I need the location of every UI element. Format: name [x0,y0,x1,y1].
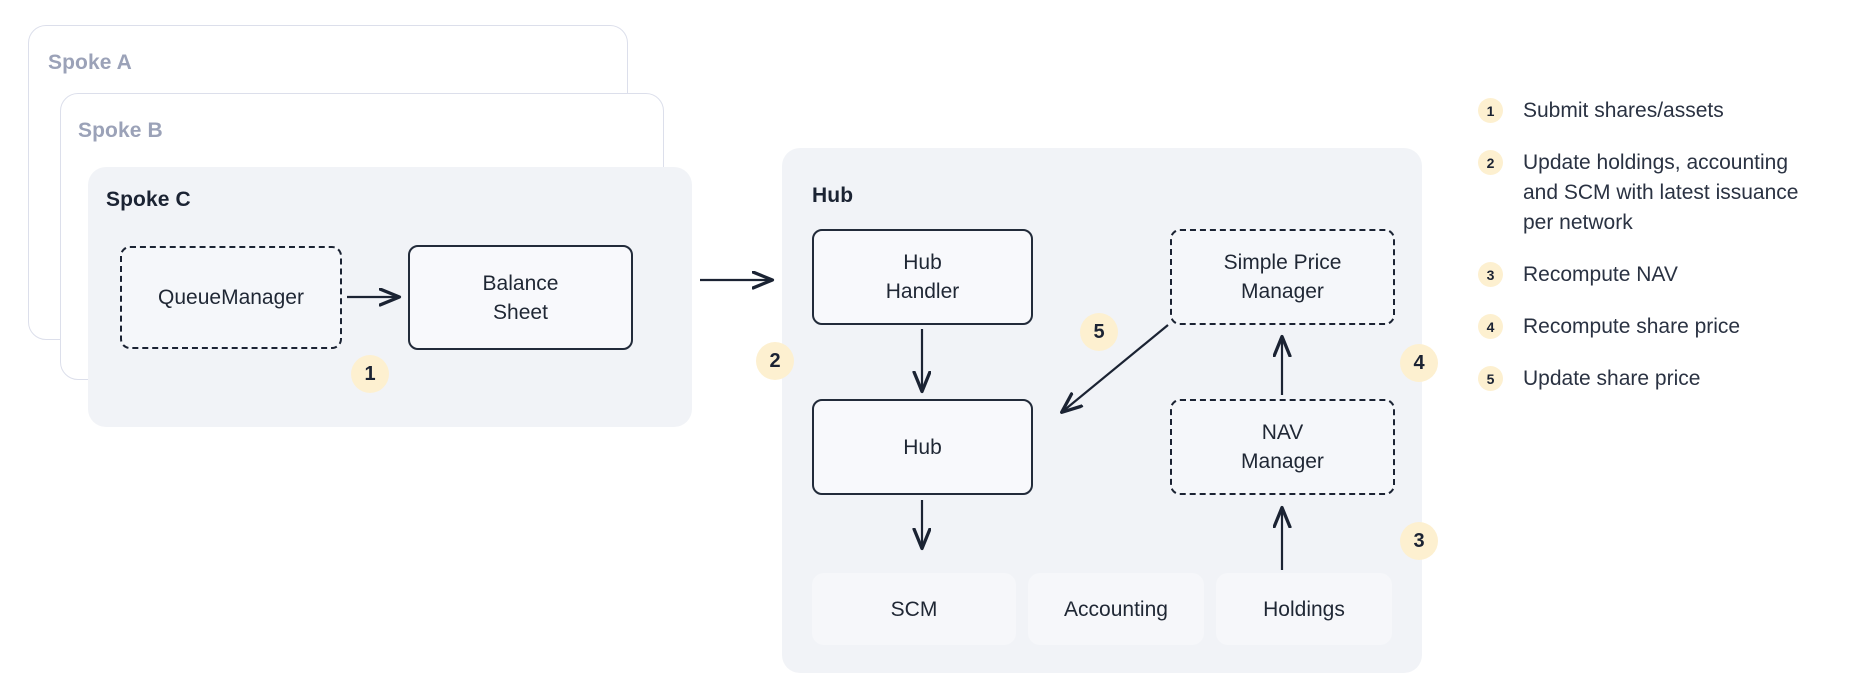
node-hub-label: Hub [903,435,942,459]
legend-badge-5: 5 [1478,366,1503,391]
step-badge-3: 3 [1400,522,1438,560]
legend-text-1: Submit shares/assets [1523,99,1724,122]
legend-badge-4-number: 4 [1486,318,1495,335]
node-balance-sheet-label-line2: Sheet [493,300,548,324]
node-nav-manager-label-line2: Manager [1241,450,1324,473]
legend-item: 3 Recompute NAV [1478,260,1818,290]
node-accounting-label: Accounting [1064,597,1168,621]
node-simple-price-manager[interactable]: Simple Price Manager [1170,229,1395,325]
node-simple-price-manager-label-line2: Manager [1241,280,1324,303]
node-scm[interactable]: SCM [812,573,1016,645]
node-hub[interactable]: Hub [812,399,1033,495]
node-balance-sheet[interactable]: Balance Sheet [408,245,633,350]
step-badge-1-number: 1 [364,362,376,385]
legend-item: 2 Update holdings, accounting and SCM wi… [1478,148,1818,238]
step-badge-4: 4 [1400,344,1438,382]
step-badge-2: 2 [756,342,794,380]
legend-text-3: Recompute NAV [1523,263,1678,286]
legend-badge-1-number: 1 [1486,102,1495,119]
step-badge-5: 5 [1080,313,1118,351]
legend-badge-1: 1 [1478,98,1503,123]
legend-text-2: Update holdings, accounting and SCM with… [1523,151,1799,234]
legend-badge-3-number: 3 [1486,266,1495,283]
legend-badge-2-number: 2 [1486,154,1495,171]
hub-panel-label: Hub [812,184,854,207]
node-holdings[interactable]: Holdings [1216,573,1392,645]
spoke-card-c-label: Spoke C [106,188,191,211]
node-nav-manager-label-line1: NAV [1261,421,1304,444]
node-balance-sheet-label-line1: Balance [482,271,559,295]
step-badge-2-number: 2 [769,349,781,372]
step-badge-4-number: 4 [1413,351,1425,374]
node-hub-handler-label-line2: Handler [885,280,960,303]
step-badge-5-number: 5 [1093,320,1105,343]
spoke-card-b-label: Spoke B [78,119,163,142]
node-hub-handler[interactable]: Hub Handler [812,229,1033,325]
legend-badge-2: 2 [1478,150,1503,175]
node-nav-manager[interactable]: NAV Manager [1170,399,1395,495]
spoke-card-a-label: Spoke A [48,51,132,74]
node-scm-label: SCM [890,597,938,621]
legend-text-5: Update share price [1523,367,1701,390]
node-queue-manager[interactable]: QueueManager [120,246,342,349]
node-holdings-label: Holdings [1263,597,1345,621]
node-hub-handler-label-line1: Hub [903,251,942,274]
legend-item: 4 Recompute share price [1478,312,1818,342]
node-accounting[interactable]: Accounting [1028,573,1204,645]
legend-item: 5 Update share price [1478,364,1818,394]
legend-badge-5-number: 5 [1486,370,1495,387]
step-badge-1: 1 [351,355,389,393]
legend-badge-4: 4 [1478,314,1503,339]
legend-item: 1 Submit shares/assets [1478,96,1818,126]
legend-text-4: Recompute share price [1523,315,1741,338]
step-badge-3-number: 3 [1413,529,1425,552]
legend: 1 Submit shares/assets 2 Update holdings… [1478,96,1818,416]
node-simple-price-manager-label-line1: Simple Price [1223,251,1342,274]
node-queue-manager-label: QueueManager [158,286,304,309]
legend-badge-3: 3 [1478,262,1503,287]
